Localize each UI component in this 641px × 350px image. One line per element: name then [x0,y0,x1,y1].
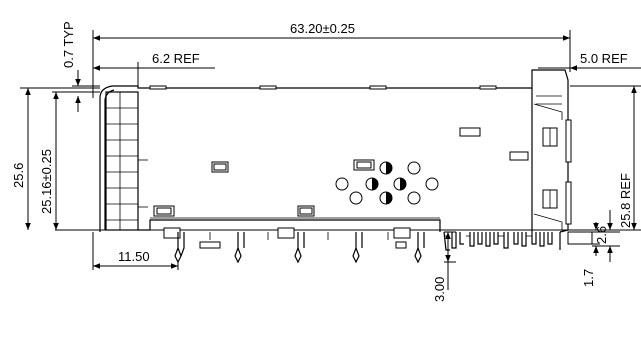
side-latches [153,127,529,217]
dim-height-ref-right: 25.8 REF [570,85,641,231]
dim-height-body: 25.16±0.25 [39,91,100,230]
front-spring-fingers [105,91,148,231]
vent-holes [335,161,439,205]
height-body-label: 25.16±0.25 [39,149,54,214]
tab-offset-label: 1.7 [581,269,596,287]
dim-right-ref: 5.0 REF [538,51,641,71]
height-outer-label: 25.6 [11,163,26,188]
top-tabs [149,85,497,90]
dim-tab-height: 2.6 [592,210,620,262]
dim-pin-length: 3.00 [432,231,456,302]
rear-ref-label: 6.2 REF [152,51,200,66]
thickness-typ-label: 0.7 TYP [61,21,76,68]
tab-height-label: 2.6 [594,226,609,244]
dim-height-outer: 25.6 [11,87,100,230]
dim-overall-length: 63.20±0.25 [92,21,571,98]
pin-offset-label: 11.50 [118,249,150,264]
rear-pin-cluster [443,231,593,251]
dim-thickness-typ: 0.7 TYP [61,21,100,112]
press-fit-pins [174,232,425,264]
bottom-rail [138,217,441,249]
dim-rear-ref: 6.2 REF [93,51,215,88]
overall-length-label: 63.20±0.25 [290,21,355,36]
dim-pin-offset: 11.50 [92,232,179,270]
right-ref-label: 5.0 REF [580,51,628,66]
dim-tab-offset: 1.7 [581,222,600,287]
rear-section [531,88,572,232]
height-ref-right-label: 25.8 REF [618,173,633,228]
pin-length-label: 3.00 [432,277,447,302]
